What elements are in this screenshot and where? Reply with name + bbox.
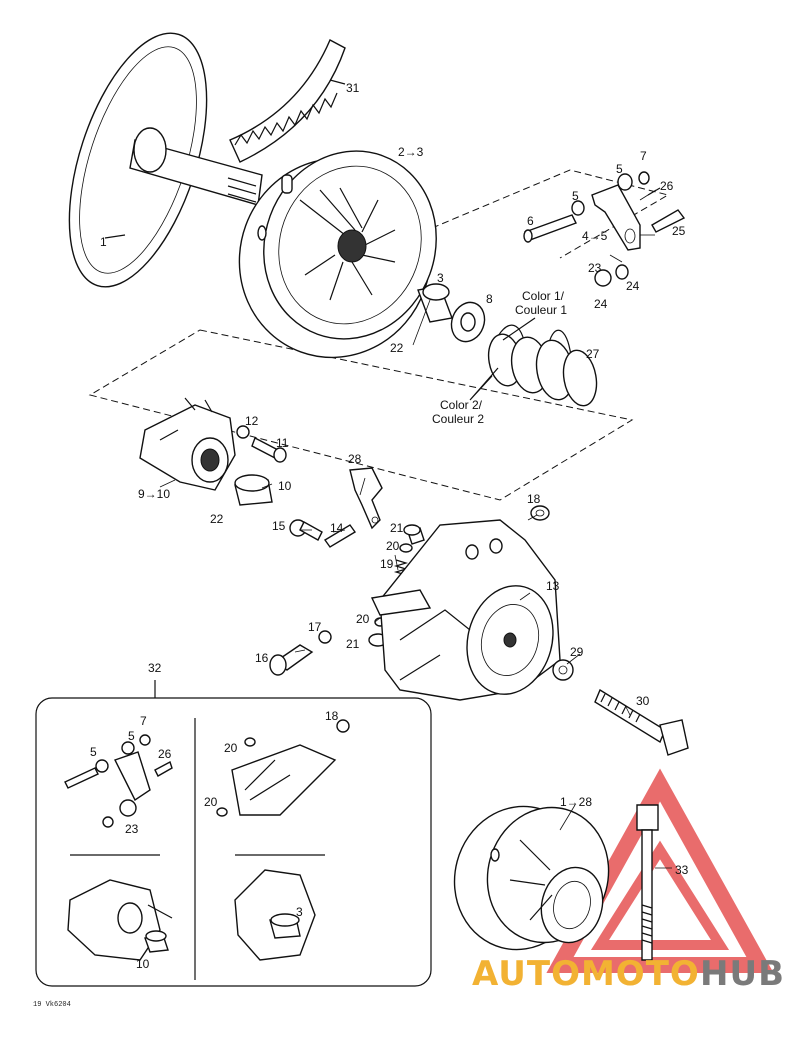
dashed-assembly-outline-middle <box>88 329 634 501</box>
diagram-reference-code: 19 Vk6204 <box>33 1001 71 1009</box>
inset-label-20a: 20 <box>224 741 238 755</box>
bolt-part-30 <box>552 659 689 756</box>
inset-label-7: 7 <box>140 714 147 728</box>
spring-part-27 <box>469 317 598 407</box>
screw-part-11 <box>236 425 287 463</box>
nut-part-18 <box>530 505 550 521</box>
label-part-15: 15 <box>272 519 286 533</box>
inset-label-3: 3 <box>296 905 303 919</box>
label-part-31: 31 <box>346 81 360 95</box>
inset-panel-32 <box>35 680 432 987</box>
roller-arm-part-28 <box>349 467 383 530</box>
washer-part-8 <box>450 301 486 343</box>
label-part-19: 19 <box>380 557 394 571</box>
color-1-label-line2: Couleur 1 <box>515 303 567 317</box>
drive-pulley-assembly <box>453 805 610 951</box>
leader-lines <box>159 189 672 869</box>
label-part-20b: 20 <box>356 612 370 626</box>
puller-tool-part-33 <box>636 804 659 961</box>
label-part-1: 1 <box>100 235 107 249</box>
label-part-3: 3 <box>437 271 444 285</box>
label-part-22b: 22 <box>210 512 224 526</box>
label-part-24b: 24 <box>594 297 608 311</box>
cam-part-9 <box>139 397 236 491</box>
label-part-26: 26 <box>660 179 674 193</box>
label-part-12: 12 <box>245 414 259 428</box>
inset-label-5: 5 <box>128 729 135 743</box>
part-labels: 1 2→3 3 4→5 5 5 6 7 8 9→10 10 11 12 13 1… <box>33 81 689 1009</box>
inset-label-20b: 20 <box>204 795 218 809</box>
label-part-29: 29 <box>570 645 584 659</box>
label-part-18: 18 <box>527 492 541 506</box>
inset-label-26: 26 <box>158 747 172 761</box>
watermark-suffix: HUB <box>700 954 785 994</box>
label-part-21b: 21 <box>346 637 360 651</box>
bushing-part-3 <box>417 283 453 323</box>
spider-housing-part-13 <box>370 519 561 701</box>
label-part-33: 33 <box>675 863 689 877</box>
label-part-27: 27 <box>586 347 600 361</box>
inset-label-10: 10 <box>136 957 150 971</box>
label-part-5b: 5 <box>572 189 579 203</box>
bushing-part-10 <box>234 474 273 506</box>
inset-label-5b: 5 <box>90 745 97 759</box>
label-part-25: 25 <box>672 224 686 238</box>
label-part-30: 30 <box>636 694 650 708</box>
label-part-13: 13 <box>546 579 560 593</box>
label-part-14: 14 <box>330 521 344 535</box>
label-part-11: 11 <box>276 436 289 450</box>
watermark-triangle-logo <box>546 768 774 973</box>
label-part-4: 4→5 <box>582 229 608 243</box>
pin-part-14 <box>323 524 357 548</box>
label-part-22a: 22 <box>390 341 404 355</box>
label-part-20a: 20 <box>386 539 400 553</box>
bolt-part-16 <box>269 630 332 676</box>
watermark-text: AUTOMOTO HUB <box>472 954 785 994</box>
label-part-17: 17 <box>308 620 322 634</box>
label-part-32: 32 <box>148 661 162 675</box>
label-part-23: 23 <box>588 261 602 275</box>
fixed-sheave-part-1 <box>68 32 263 288</box>
color-2-label-line2: Couleur 2 <box>432 412 484 426</box>
label-part-28: 28 <box>348 452 362 466</box>
label-part-24a: 24 <box>626 279 640 293</box>
label-part-10: 10 <box>278 479 292 493</box>
label-part-6: 6 <box>527 214 534 228</box>
drive-belt-part-31 <box>229 39 346 163</box>
label-part-21a: 21 <box>390 521 404 535</box>
inset-label-18: 18 <box>325 709 339 723</box>
label-part-1-28: 1→28 <box>560 795 592 809</box>
watermark-prefix: AUTOMOTO <box>472 954 700 994</box>
label-part-2: 2→3 <box>398 145 424 159</box>
label-part-7: 7 <box>640 149 647 163</box>
label-part-8: 8 <box>486 292 493 306</box>
label-part-16: 16 <box>255 651 269 665</box>
color-1-label-line1: Color 1/ <box>522 289 565 303</box>
screw-part-15 <box>289 519 323 541</box>
label-part-9: 9→10 <box>138 487 170 501</box>
lever-assembly-upper <box>523 171 686 287</box>
color-2-label-line1: Color 2/ <box>440 398 483 412</box>
inset-label-23: 23 <box>125 822 139 836</box>
sliding-sheave-part-2 <box>238 150 437 359</box>
label-part-5a: 5 <box>616 162 623 176</box>
